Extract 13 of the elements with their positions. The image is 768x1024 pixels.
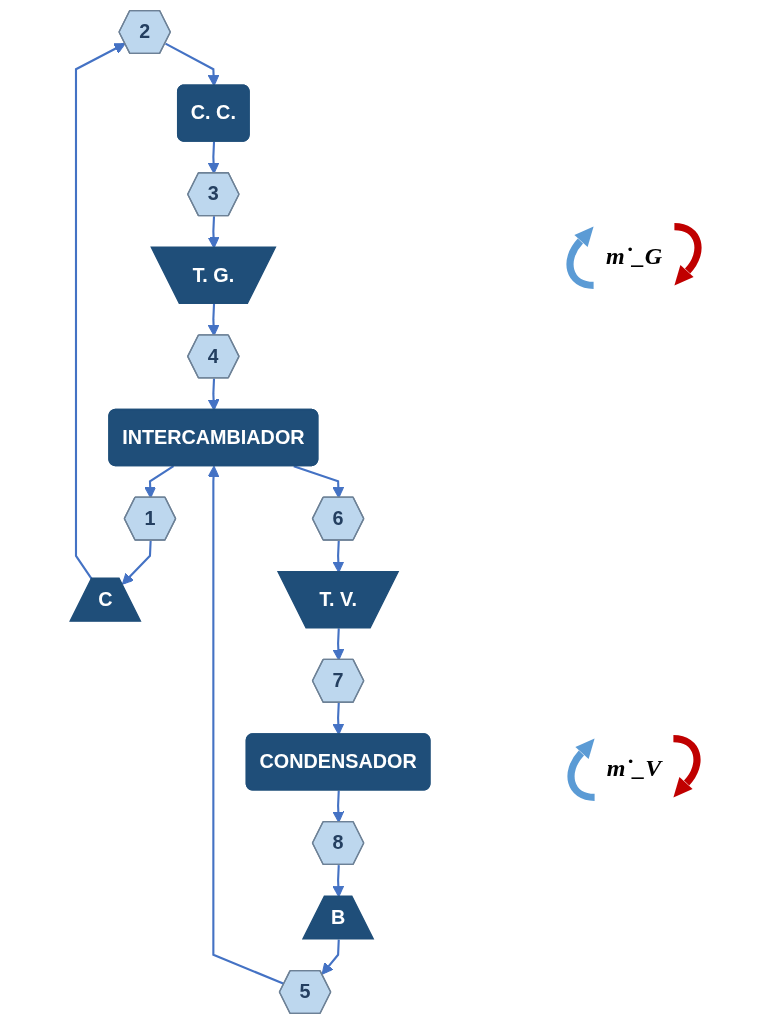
arrow (207, 465, 285, 985)
arrow (121, 540, 152, 585)
mass-flow-label: m˙_G (606, 242, 662, 270)
arrow (207, 378, 220, 411)
arrow (144, 465, 175, 499)
arrow (165, 42, 220, 87)
arrow (293, 465, 345, 499)
arrow (74, 43, 126, 580)
arrow (207, 141, 220, 174)
arrow (332, 628, 345, 661)
arrow (321, 939, 340, 975)
mass-flow-label: m˙_V (606, 754, 662, 782)
arrow (332, 790, 345, 823)
